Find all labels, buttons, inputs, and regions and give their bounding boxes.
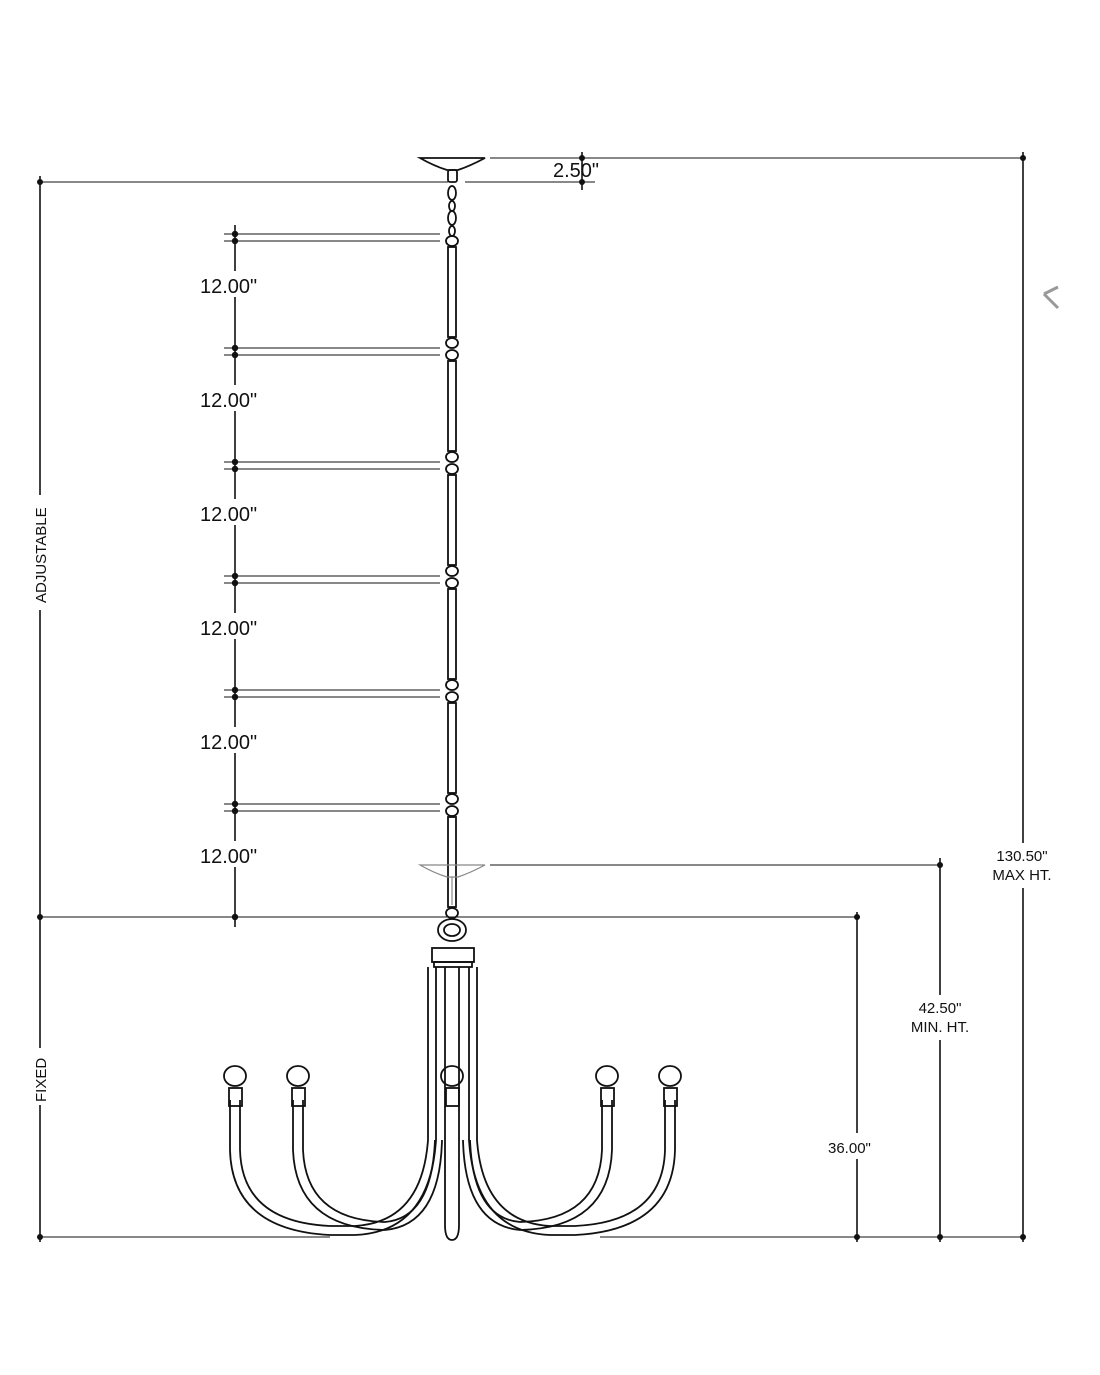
stem-coupler bbox=[445, 349, 459, 361]
dim-chain-segment-3: 12.00" bbox=[196, 458, 440, 577]
stem-coupler bbox=[445, 679, 459, 691]
arm-far-right bbox=[468, 967, 676, 1236]
dim-fixed-height: 36.00" bbox=[820, 912, 892, 1242]
stem-rod bbox=[447, 702, 457, 794]
dim-min-height-value: 42.50" bbox=[919, 1000, 962, 1017]
dim-chain-segment-label: 12.00" bbox=[200, 846, 257, 868]
dim-chain-segment-label: 12.00" bbox=[200, 618, 257, 640]
dim-max-height-label: MAX HT. bbox=[992, 867, 1051, 884]
dim-max-height: 130.50" MAX HT. bbox=[975, 152, 1070, 1242]
arm-right bbox=[462, 1100, 613, 1231]
dim-canopy-offset: 2.50" bbox=[465, 152, 1025, 190]
stem-rod bbox=[447, 816, 457, 908]
stem-coupler bbox=[445, 451, 459, 463]
stem-coupler bbox=[445, 577, 459, 589]
stem-rod bbox=[447, 246, 457, 338]
dim-min-height-label: MIN. HT. bbox=[911, 1019, 969, 1036]
lamp-2 bbox=[286, 1065, 310, 1107]
canopy-loop bbox=[447, 169, 458, 183]
dim-fixed-height-label: 36.00" bbox=[828, 1140, 871, 1157]
stem-coupler bbox=[445, 463, 459, 475]
dim-chain-segment-label: 12.00" bbox=[200, 390, 257, 412]
dim-chain-segment-label: 12.00" bbox=[200, 276, 257, 298]
dim-canopy-offset-label: 2.50" bbox=[553, 160, 599, 182]
center-stem bbox=[444, 967, 460, 1241]
top-ring bbox=[437, 918, 467, 942]
arms bbox=[229, 967, 676, 1236]
scan-mark bbox=[1042, 285, 1060, 310]
canopy-min-position bbox=[417, 864, 486, 878]
lamp-5 bbox=[658, 1065, 682, 1107]
stem-coupler bbox=[445, 793, 459, 805]
stem-coupler bbox=[445, 691, 459, 703]
stem-rod bbox=[447, 360, 457, 452]
canopy bbox=[416, 157, 486, 171]
dim-adjustable: ADJUSTABLE bbox=[33, 176, 448, 920]
lamps bbox=[223, 1065, 682, 1107]
dimensions: 2.50" ADJUSTABLE FIXED 12.00"12.00"12.00… bbox=[33, 152, 1070, 1242]
dim-chain-segment-1: 12.00" bbox=[196, 225, 440, 349]
stem bbox=[445, 235, 459, 919]
chandelier bbox=[223, 157, 682, 1241]
dim-chain-segment-4: 12.00" bbox=[196, 572, 440, 691]
top-chain bbox=[447, 185, 457, 237]
lamp-4 bbox=[595, 1065, 619, 1107]
dim-min-height: 42.50" MIN. HT. bbox=[490, 858, 985, 1242]
collar bbox=[431, 947, 475, 963]
dim-chain-segment-label: 12.00" bbox=[200, 504, 257, 526]
lamp-3 bbox=[440, 1065, 464, 1107]
dim-fixed: FIXED bbox=[33, 916, 1025, 1242]
dim-chain-segments: 12.00" 12.00" 12.00" 12.00" 12.00" 12.00" bbox=[196, 225, 440, 927]
stem-coupler bbox=[445, 565, 459, 577]
arm-left bbox=[292, 1100, 443, 1231]
dim-fixed-label: FIXED bbox=[33, 1058, 50, 1102]
dim-chain-segment-6: 12.00" bbox=[196, 800, 440, 927]
stem-coupler bbox=[445, 235, 459, 247]
dim-chain-segment-label: 12.00" bbox=[200, 732, 257, 754]
dim-chain-segment-2: 12.00" bbox=[196, 344, 440, 463]
stem-coupler bbox=[445, 907, 459, 919]
stem-coupler bbox=[445, 805, 459, 817]
arm-far-left bbox=[229, 967, 437, 1236]
lamp-1 bbox=[223, 1065, 247, 1107]
dim-max-height-value: 130.50" bbox=[996, 848, 1047, 865]
dim-chain-segment-5: 12.00" bbox=[196, 686, 440, 805]
stem-rod bbox=[447, 588, 457, 680]
stem-coupler bbox=[445, 337, 459, 349]
dim-adjustable-label: ADJUSTABLE bbox=[33, 507, 50, 603]
stem-rod bbox=[447, 474, 457, 566]
